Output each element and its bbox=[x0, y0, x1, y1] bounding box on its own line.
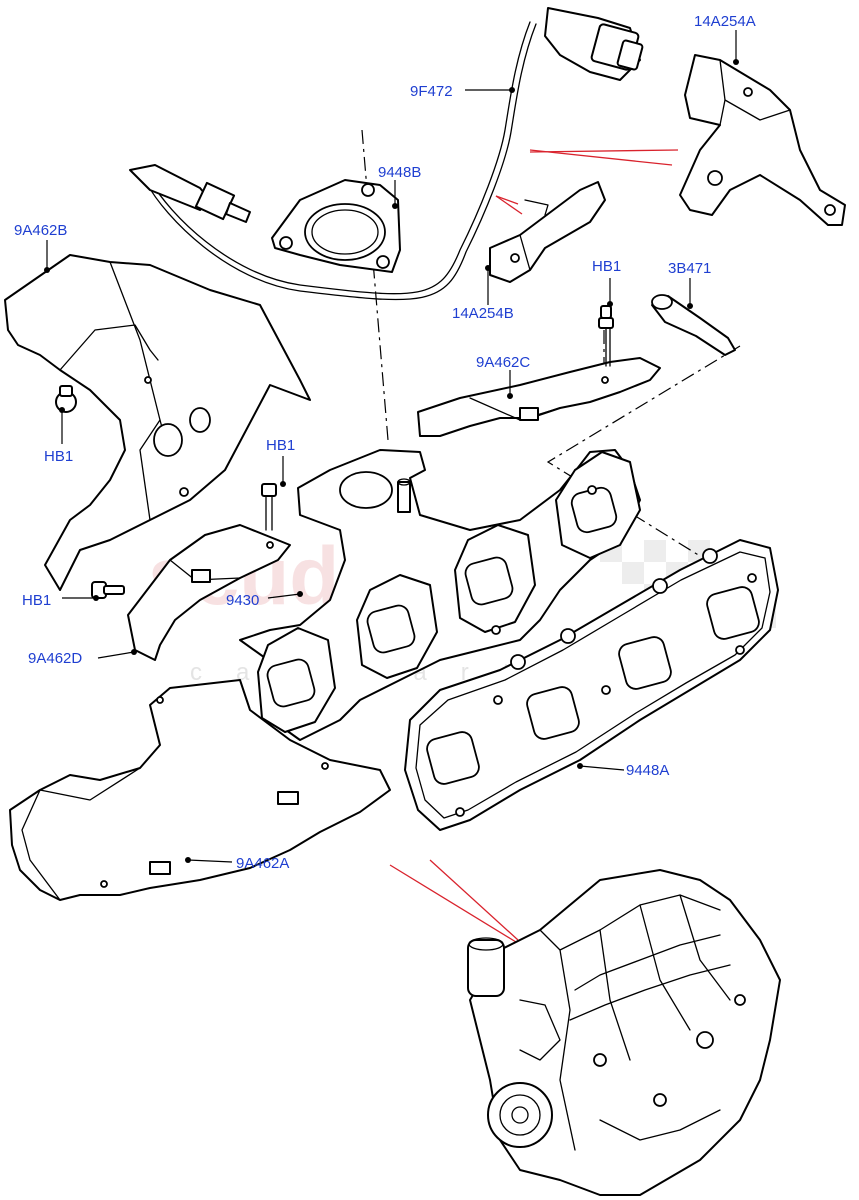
callout-9a462a: 9A462A bbox=[236, 855, 290, 872]
reference-lines bbox=[389, 149, 679, 943]
callout-hb1-low: HB1 bbox=[22, 592, 52, 609]
callout-9430: 9430 bbox=[226, 592, 260, 609]
callout-9a462c: 9A462C bbox=[476, 354, 531, 371]
bolt-hb1-mid bbox=[261, 483, 277, 531]
callout-9448a: 9448A bbox=[626, 762, 670, 779]
manifold-flanges bbox=[257, 451, 641, 733]
callout-14a254a: 14A254A bbox=[694, 13, 756, 30]
heat-shield-9a462c bbox=[417, 357, 661, 437]
callout-leaders bbox=[44, 30, 739, 863]
callout-9448b: 9448B bbox=[378, 164, 422, 181]
exhaust-gas-temperature-sensor bbox=[129, 7, 644, 301]
gasket-9448b bbox=[271, 179, 401, 273]
manifold-gasket-9448a bbox=[404, 539, 779, 831]
heat-shield-9a462d bbox=[127, 524, 291, 661]
exhaust-manifold-9430 bbox=[239, 449, 641, 741]
bracket-14a254b bbox=[489, 181, 606, 283]
bolt-hb1-left bbox=[55, 385, 77, 413]
engine-assembly-illustration bbox=[467, 869, 781, 1196]
bolt-hb1-top bbox=[598, 305, 614, 367]
callout-3b471: 3B471 bbox=[668, 260, 712, 277]
callout-9a462d: 9A462D bbox=[28, 650, 83, 667]
bracket-14a254a bbox=[679, 54, 846, 226]
callout-14a254b: 14A254B bbox=[452, 305, 514, 322]
callout-9a462b: 9A462B bbox=[14, 222, 68, 239]
centre-lines bbox=[361, 129, 741, 557]
callout-hb1-left: HB1 bbox=[44, 448, 74, 465]
heat-shield-9a462b bbox=[4, 254, 311, 591]
callout-hb1-mid: HB1 bbox=[266, 437, 296, 454]
callout-9f472: 9F472 bbox=[410, 83, 453, 100]
heat-shield-9a462a bbox=[9, 679, 391, 901]
callout-hb1-top: HB1 bbox=[592, 258, 622, 275]
sensor-3b471 bbox=[651, 294, 736, 356]
